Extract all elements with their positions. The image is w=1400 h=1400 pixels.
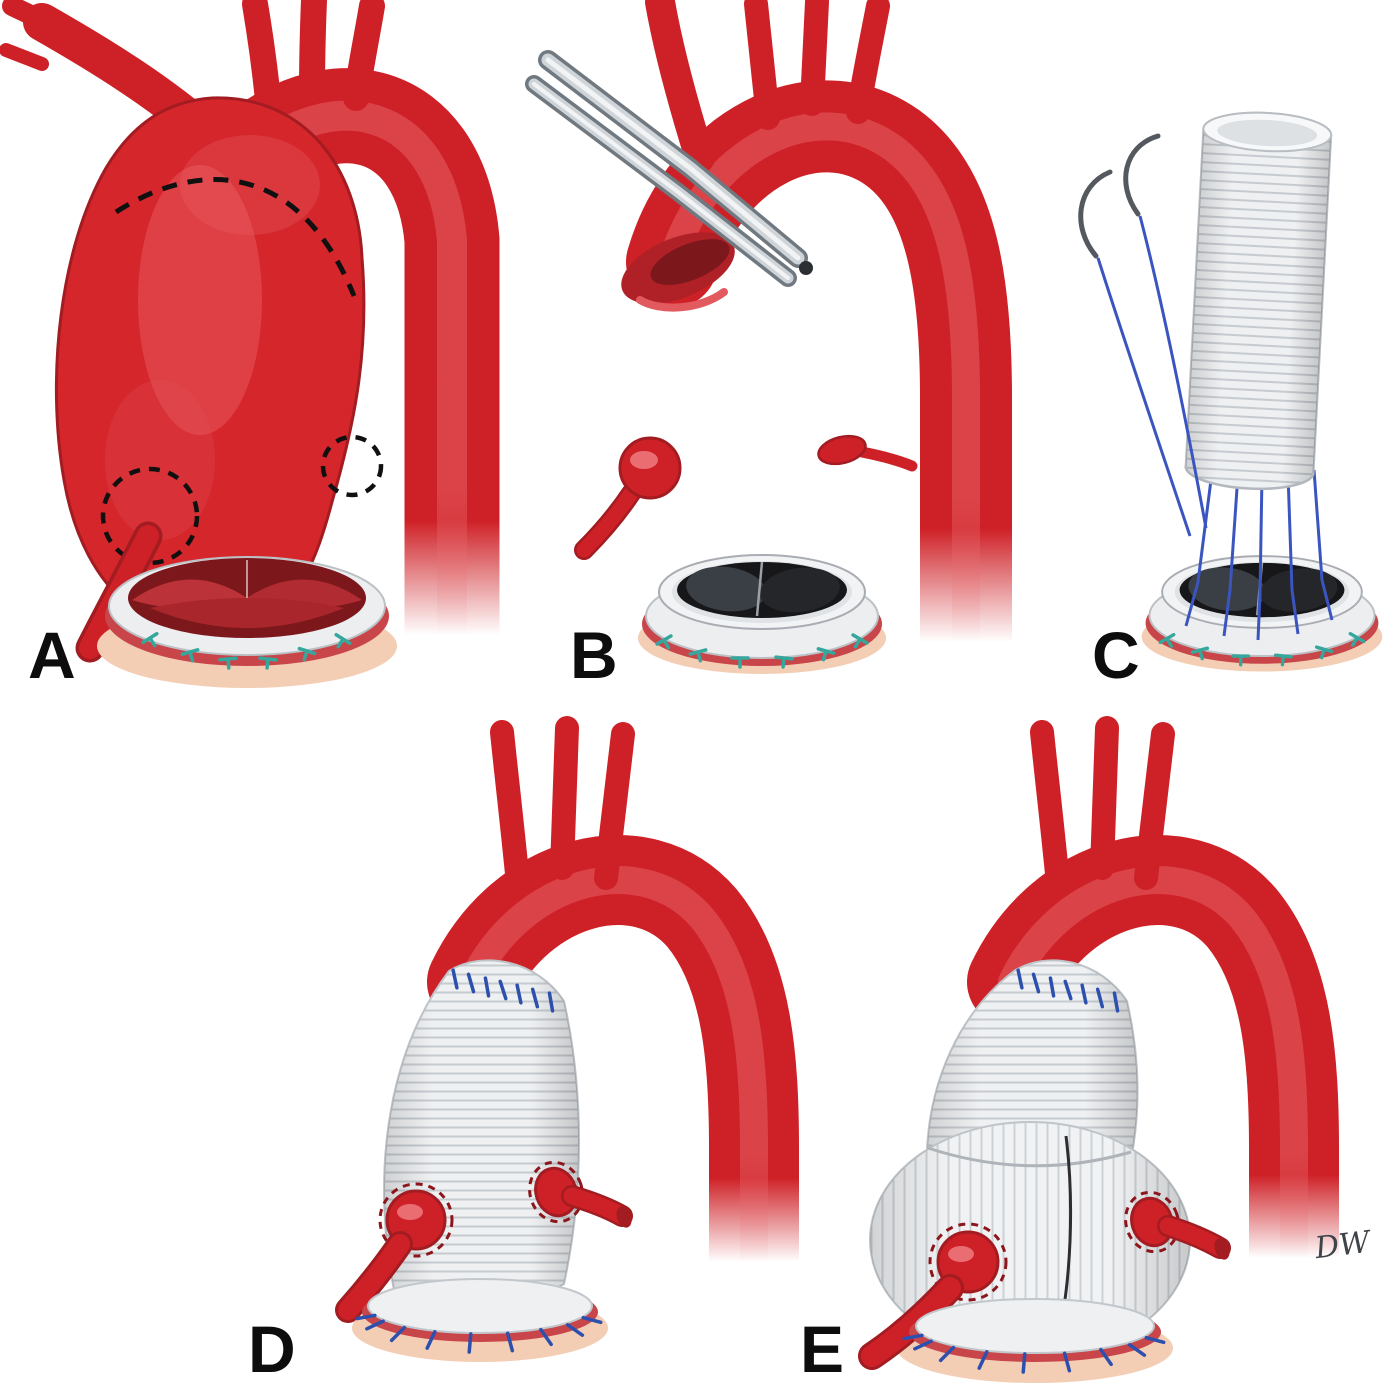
arch-branch bbox=[299, 0, 327, 105]
reattached-left-coronary-button bbox=[858, 1222, 1008, 1370]
panel-c-illustration bbox=[1078, 111, 1383, 672]
panel-e-illustration bbox=[858, 716, 1339, 1383]
excised-left-coronary-button bbox=[574, 436, 682, 560]
panel-label-e: E bbox=[800, 1312, 845, 1386]
clamp-tip bbox=[799, 261, 813, 275]
reattached-right-coronary-button bbox=[1124, 1190, 1231, 1260]
mechanical-valve-prosthesis bbox=[1142, 556, 1383, 671]
graft-flare bbox=[367, 1278, 593, 1334]
transected-aorta-lumen bbox=[650, 239, 730, 285]
excised-right-coronary-button bbox=[817, 434, 918, 472]
cut-vessel-stub bbox=[0, 43, 49, 71]
arch-branch bbox=[550, 716, 579, 880]
coronary-button-marking bbox=[100, 466, 200, 566]
cut-vessel-stub bbox=[2, 0, 68, 38]
resection-dashed-line bbox=[114, 177, 357, 297]
valve-cusp bbox=[150, 598, 344, 628]
aneurysm-highlight bbox=[105, 380, 215, 540]
opened-aortic-root bbox=[97, 556, 397, 688]
artist-signature: DW bbox=[1313, 1224, 1372, 1267]
aortic-arch-highlight bbox=[658, 112, 980, 656]
arch-branch bbox=[490, 720, 530, 896]
reattached-left-coronary-button bbox=[335, 1182, 454, 1323]
panel-label-b: B bbox=[570, 618, 618, 692]
panel-d-illustration bbox=[335, 716, 799, 1362]
arch-branch bbox=[1090, 716, 1119, 880]
panel-b-illustration bbox=[525, 0, 1012, 688]
arch-branch bbox=[1030, 720, 1070, 896]
arch-branch bbox=[800, 0, 829, 116]
suture-lines bbox=[1184, 469, 1334, 641]
surgical-clamp bbox=[525, 50, 813, 287]
panel-a-illustration bbox=[0, 0, 500, 688]
arch-branch bbox=[242, 0, 281, 113]
coronary-button-marking bbox=[320, 434, 384, 498]
arch-branch bbox=[343, 0, 385, 111]
aortic-arch-highlight bbox=[458, 866, 768, 1276]
arch-branch bbox=[1134, 722, 1175, 890]
aneurysm-highlight bbox=[138, 165, 262, 435]
proximal-anastomosis bbox=[902, 1298, 1166, 1374]
arch-branch bbox=[645, 0, 715, 173]
vascular-graft-tube bbox=[1184, 111, 1333, 491]
panel-label-d: D bbox=[248, 1312, 296, 1386]
panel-label-c: C bbox=[1092, 618, 1140, 692]
suture-needles bbox=[1078, 133, 1161, 259]
arch-branch bbox=[744, 0, 780, 130]
suture-threads bbox=[1096, 215, 1208, 537]
mechanical-valve-prosthesis bbox=[638, 555, 886, 674]
aortic-arch-highlight bbox=[998, 866, 1308, 1272]
arch-branch bbox=[594, 722, 635, 890]
graft-flare bbox=[915, 1298, 1155, 1354]
reattached-right-coronary-button bbox=[528, 1160, 633, 1228]
proximal-anastomosis bbox=[352, 1278, 608, 1362]
graft-junction-line bbox=[927, 1146, 1132, 1168]
panel-label-a: A bbox=[28, 618, 76, 692]
arch-branch bbox=[846, 0, 890, 124]
transected-aorta-lip bbox=[636, 288, 728, 312]
